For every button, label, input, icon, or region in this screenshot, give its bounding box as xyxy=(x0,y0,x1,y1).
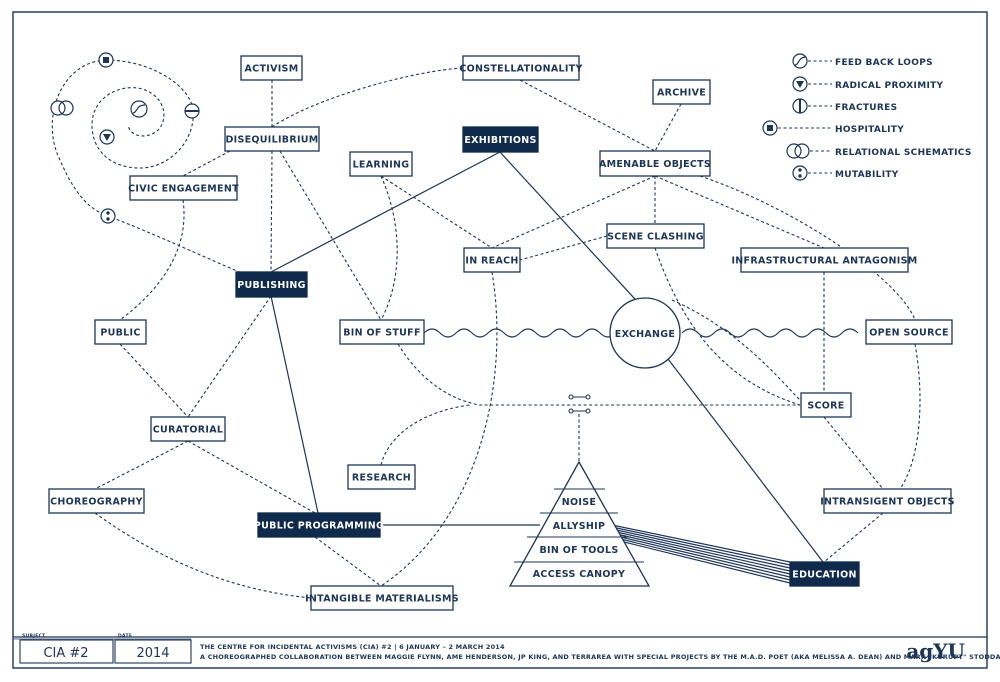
credit-line-2: A CHOREOGRAPHED COLLABORATION BETWEEN MA… xyxy=(200,653,1000,661)
node-intangible-materialisms[interactable]: INTANGIBLE MATERIALISMS xyxy=(305,585,459,611)
node-publishing[interactable]: PUBLISHING xyxy=(235,271,308,298)
node-label: EXHIBITIONS xyxy=(464,135,536,146)
node-public-programming[interactable]: PUBLIC PROGRAMMING xyxy=(254,512,384,538)
node-archive[interactable]: ARCHIVE xyxy=(652,79,711,105)
pyramid-level-bin-of-tools[interactable]: BIN OF TOOLS xyxy=(539,545,618,556)
node-label: SCENE CLASHING xyxy=(607,232,704,243)
node-label: DISEQUILIBRIUM xyxy=(225,135,318,146)
svg-text:FRACTURES: FRACTURES xyxy=(835,103,897,113)
agyu-logo: agYU xyxy=(906,639,965,663)
node-label: RESEARCH xyxy=(352,473,411,484)
node-label: BIN OF STUFF xyxy=(343,328,421,339)
node-learning[interactable]: LEARNING xyxy=(349,151,413,177)
node-label: CIVIC ENGAGEMENT xyxy=(128,184,239,195)
legend-item-relational-schematics: RELATIONAL SCHEMATICS xyxy=(786,143,972,159)
radical-proximity-icon xyxy=(99,129,115,145)
legend-item-hospitality: HOSPITALITY xyxy=(762,120,904,136)
pyramid: NOISE ALLYSHIP BIN OF TOOLS ACCESS CANOP… xyxy=(508,460,651,587)
svg-text:MUTABILITY: MUTABILITY xyxy=(835,170,899,180)
wave-line xyxy=(423,328,859,338)
node-label: AMENABLE OBJECTS xyxy=(599,159,711,170)
node-label: EXCHANGE xyxy=(615,329,675,340)
pyramid-level-access-canopy[interactable]: ACCESS CANOPY xyxy=(533,569,625,580)
hospitality-icon xyxy=(98,52,114,68)
mutability-icon xyxy=(792,165,808,181)
credit-line-1: THE CENTRE FOR INCIDENTAL ACTIVISMS (CIA… xyxy=(200,643,505,652)
subject-value: CIA #2 xyxy=(43,646,88,661)
node-bin-of-stuff[interactable]: BIN OF STUFF xyxy=(339,319,425,345)
node-label: INFRASTRUCTURAL ANTAGONISM xyxy=(731,256,917,267)
node-exhibitions[interactable]: EXHIBITIONS xyxy=(462,126,539,153)
node-label: INTRANSIGENT OBJECTS xyxy=(820,497,955,508)
svg-text:RELATIONAL SCHEMATICS: RELATIONAL SCHEMATICS xyxy=(835,148,972,158)
node-label: CHOREOGRAPHY xyxy=(50,497,143,508)
subject-label: SUBJECT xyxy=(22,633,46,639)
node-curatorial[interactable]: CURATORIAL xyxy=(150,416,226,442)
subject-box xyxy=(19,639,114,664)
node-label: CONSTELLATIONALITY xyxy=(459,64,582,75)
node-label: SCORE xyxy=(807,401,844,412)
node-label: OPEN SOURCE xyxy=(869,328,949,339)
node-in-reach[interactable]: IN REACH xyxy=(463,247,521,273)
outer-frame xyxy=(12,11,988,669)
node-activism[interactable]: ACTIVISM xyxy=(240,55,303,81)
node-label: ARCHIVE xyxy=(657,88,706,99)
node-label: PUBLISHING xyxy=(237,280,306,291)
legend: FEED BACK LOOPS RADICAL PROXIMITY FRACTU… xyxy=(762,53,972,181)
spiral-outer-loop xyxy=(51,59,272,286)
relational-schematics-icon xyxy=(786,143,802,159)
node-choreography[interactable]: CHOREOGRAPHY xyxy=(48,488,145,514)
node-public[interactable]: PUBLIC xyxy=(94,319,147,345)
node-scene-clashing[interactable]: SCENE CLASHING xyxy=(606,223,705,249)
feedback-loops-icon xyxy=(792,53,808,69)
node-education[interactable]: EDUCATION xyxy=(789,561,860,587)
feedback-loops-icon xyxy=(130,100,148,118)
pyramid-level-allyship[interactable]: ALLYSHIP xyxy=(553,521,606,532)
legend-item-radical-proximity: RADICAL PROXIMITY xyxy=(792,76,944,92)
legend-item-fractures: FRACTURES xyxy=(792,98,897,114)
date-box xyxy=(114,639,192,664)
mutability-icon xyxy=(100,208,116,224)
legend-item-mutability: MUTABILITY xyxy=(792,165,899,181)
node-label: LEARNING xyxy=(353,160,410,171)
node-label: CURATORIAL xyxy=(153,425,223,436)
node-label: ACTIVISM xyxy=(245,64,299,75)
fractures-icon xyxy=(184,103,200,119)
node-constellationality[interactable]: CONSTELLATIONALITY xyxy=(459,55,582,81)
connections xyxy=(51,59,921,599)
date-label: DATE xyxy=(118,633,132,639)
node-civic-engagement[interactable]: CIVIC ENGAGEMENT xyxy=(128,175,239,201)
legend-item-feedback-loops: FEED BACK LOOPS xyxy=(792,53,933,69)
node-label: IN REACH xyxy=(465,256,518,267)
relational-schematics-icon xyxy=(50,100,74,116)
node-infrastructural-antagonism[interactable]: INFRASTRUCTURAL ANTAGONISM xyxy=(731,247,917,273)
footer: SUBJECT DATE CIA #2 2014 THE CENTRE FOR … xyxy=(13,633,1000,664)
pyramid-level-noise[interactable]: NOISE xyxy=(562,497,596,508)
node-open-source[interactable]: OPEN SOURCE xyxy=(865,319,953,345)
node-amenable-objects[interactable]: AMENABLE OBJECTS xyxy=(599,150,711,177)
node-intransigent-objects[interactable]: INTRANSIGENT OBJECTS xyxy=(820,488,955,514)
node-label: EDUCATION xyxy=(792,570,856,581)
node-label: PUBLIC xyxy=(100,328,140,339)
date-value: 2014 xyxy=(136,646,169,661)
svg-text:FEED BACK LOOPS: FEED BACK LOOPS xyxy=(835,58,933,68)
spiral-icons xyxy=(50,52,200,224)
svg-text:HOSPITALITY: HOSPITALITY xyxy=(835,125,904,135)
node-label: PUBLIC PROGRAMMING xyxy=(254,521,384,532)
node-disequilibrium[interactable]: DISEQUILIBRIUM xyxy=(224,126,320,152)
svg-text:RADICAL PROXIMITY: RADICAL PROXIMITY xyxy=(835,81,944,91)
node-exchange[interactable]: EXCHANGE xyxy=(609,297,681,369)
link-connector-icon xyxy=(568,394,591,414)
node-research[interactable]: RESEARCH xyxy=(347,464,416,490)
node-score[interactable]: SCORE xyxy=(800,392,852,418)
node-label: INTANGIBLE MATERIALISMS xyxy=(305,594,459,605)
